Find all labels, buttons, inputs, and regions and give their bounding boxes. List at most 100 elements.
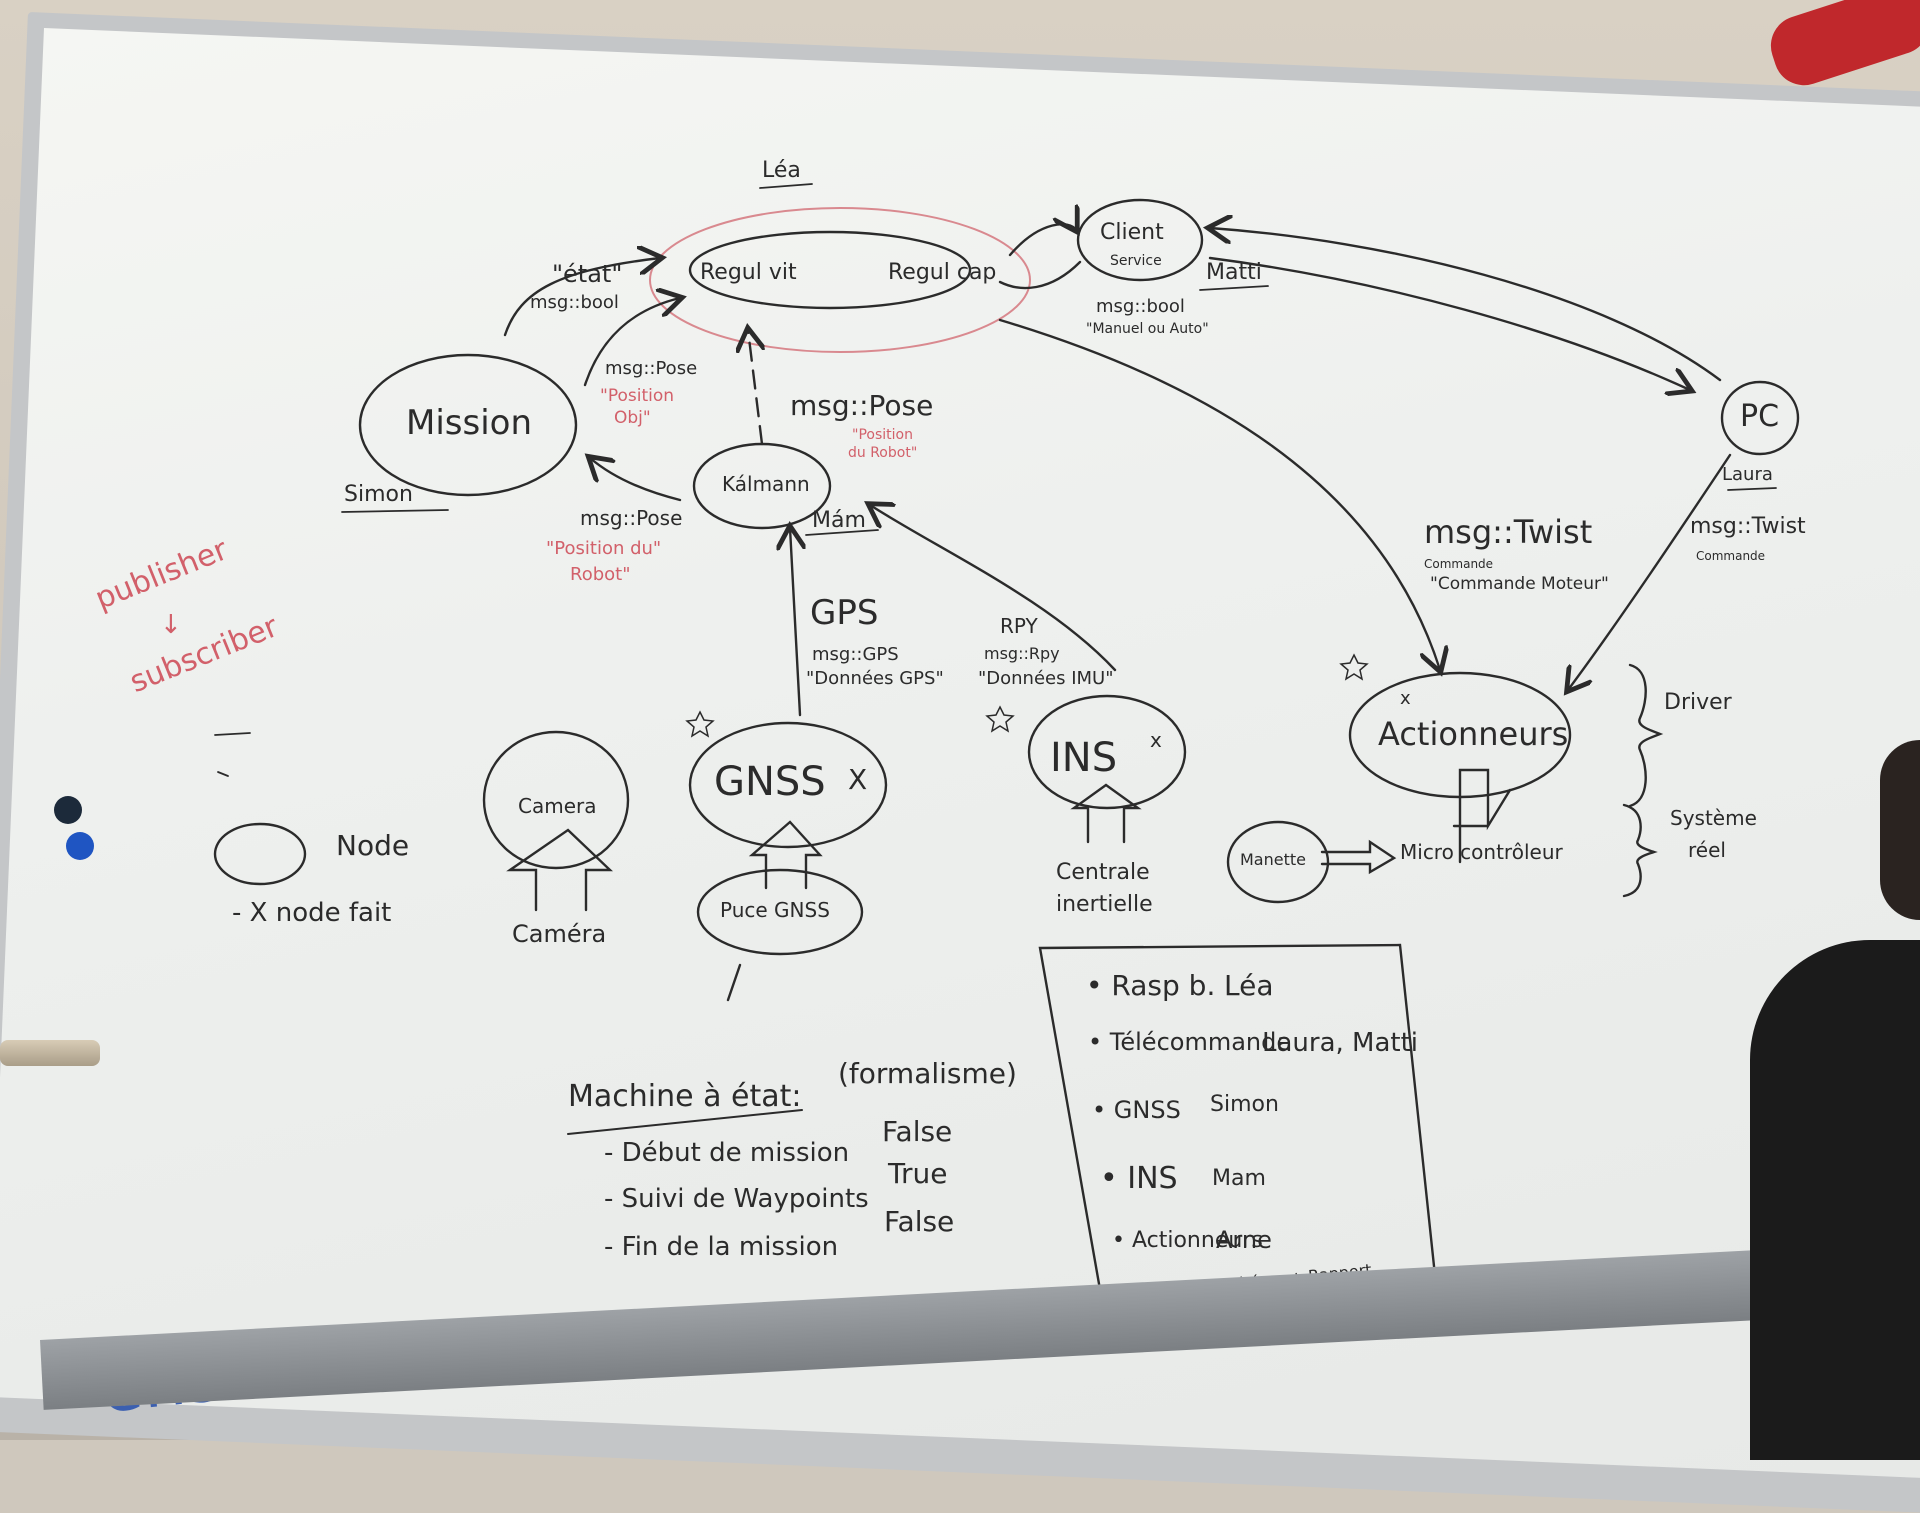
driver-brace [1628,663,1664,808]
magnet-black [54,796,82,824]
name-simon: Simon [344,482,413,507]
legend-dash-2 [217,771,229,777]
assign-label-3: • INS [1100,1161,1178,1196]
node-client: Client [1100,220,1164,245]
legend-dash-1 [214,732,251,736]
legend-node-label: Node [336,829,410,862]
paper-roll [0,1040,100,1066]
node-actionneurs: Actionneurs [1378,715,1569,753]
ins-done-mark: x [1150,728,1162,752]
msg-gps-label: GPS [810,593,879,633]
name-lea: Léa [762,158,801,183]
pc-node [1720,380,1800,456]
state-value-fin: False [884,1205,955,1238]
micro-to-actionneurs-arrow [1452,768,1512,864]
state-machine-underline [567,1109,803,1135]
state-machine-title: Machine à état: [568,1079,802,1114]
msg-position-obj-line1: "Position [600,386,675,406]
bracket-driver: Driver [1664,690,1732,715]
msg-commande-2: Commande [1696,549,1766,563]
msg-bool-etat: msg::bool [530,292,619,313]
hw-camera: Caméra [512,920,607,948]
msg-commande-small: Commande [1424,557,1494,571]
ins-node [1027,694,1187,810]
msg-position-du-robot-2-line1: "Position du" [546,538,662,559]
pc-to-client-arrow [1210,228,1722,382]
kalman-to-mission-arrow [590,458,682,502]
gnss-hollow-arrow [748,820,823,890]
msg-bool-manuel: msg::bool [1096,296,1185,317]
msg-twist-1: msg::Twist [1424,513,1593,551]
name-laura: Laura [1722,464,1773,485]
diagram-drawing [213,183,1800,1320]
camera-hollow-arrow [506,828,613,912]
assign-who-1: Laura, Matti [1262,1028,1419,1058]
puce-gnss-line [726,963,742,1002]
etat-arrow [503,258,660,337]
assign-who-4: Arne [1216,1226,1272,1254]
lea-underline [759,183,813,189]
node-regul-vit: Regul vit [700,260,797,285]
pose-obj-arrow [583,298,680,387]
node-ins: INS [1050,735,1118,781]
state-row-suivi: - Suivi de Waypoints [604,1184,869,1214]
node-mission: Mission [406,403,533,443]
simon-underline [341,509,449,513]
node-pc: PC [1740,399,1780,434]
bracket-systeme: Système [1670,806,1757,830]
node-service: Service [1110,253,1162,269]
bracket-reel: réel [1688,838,1726,862]
mam-underline [805,529,879,536]
hw-centrale: Centrale [1056,860,1150,885]
star-gnss [685,710,715,738]
state-value-debut: False [882,1115,953,1148]
mission-node [358,353,578,497]
regul-vit-cap-inner [688,230,972,310]
node-puce-gnss: Puce GNSS [720,898,830,922]
msg-rpy-label: RPY [1000,614,1038,638]
assign-label-1: • Télécommande [1088,1028,1292,1056]
msg-position-du-robot-line1: "Position [852,427,913,443]
msg-position-du-robot-2-line2: Robot" [570,564,631,585]
msg-gps-type: msg::GPS [812,644,899,665]
name-matti: Matti [1206,260,1262,285]
node-regul-cap: Regul cap [888,260,997,285]
gnss-done-mark: X [848,763,868,796]
hw-micro-controleur: Micro contrôleur [1400,840,1563,864]
state-value-suivi: True [888,1157,948,1190]
assign-label-4: • Actionneurs [1112,1228,1263,1253]
client-to-pc-arrow [1208,256,1690,390]
msg-donnees-gps: "Données GPS" [806,668,944,689]
regul-node-outline [649,207,1031,353]
node-camera: Camera [518,794,597,818]
assign-who-3: Mam [1212,1166,1266,1191]
msg-position-obj-line2: Obj" [614,408,651,428]
msg-pose-obj: msg::Pose [605,358,698,379]
msg-etat: "état" [552,260,623,288]
regul-to-client-arrow [1008,224,1076,257]
msg-pose-mission: msg::Pose [580,506,683,530]
msg-donnees-imu: "Données IMU" [978,668,1114,689]
ins-hollow-arrow [1070,783,1142,844]
node-manette: Manette [1240,850,1306,869]
actionneurs-done-mark: x [1400,688,1411,709]
ins-to-kalman-arrow [870,505,1117,672]
gnss-to-kalman-arrow [790,528,800,717]
node-gnss: GNSS [714,759,826,805]
node-kalman: Kálmann [722,472,810,496]
laura-underline [1727,487,1777,491]
legend-arrow-down: ↓ [160,610,182,640]
state-row-fin: - Fin de la mission [604,1232,839,1262]
legend-node-fait: - X node fait [232,898,392,928]
magnet-blue [66,832,94,860]
assign-label-2: • GNSS [1092,1096,1181,1124]
camera-node [482,730,630,870]
name-mam: Mám [812,508,866,533]
hw-inertielle: inertielle [1056,892,1153,917]
msg-rpy-type: msg::Rpy [984,644,1060,663]
gnss-node [688,721,888,849]
star-actionneurs [1339,653,1369,681]
msg-commande-moteur: "Commande Moteur" [1430,574,1609,594]
state-machine-formalism: (formalisme) [838,1057,1017,1090]
assign-who-0: Léa [1224,969,1274,1002]
